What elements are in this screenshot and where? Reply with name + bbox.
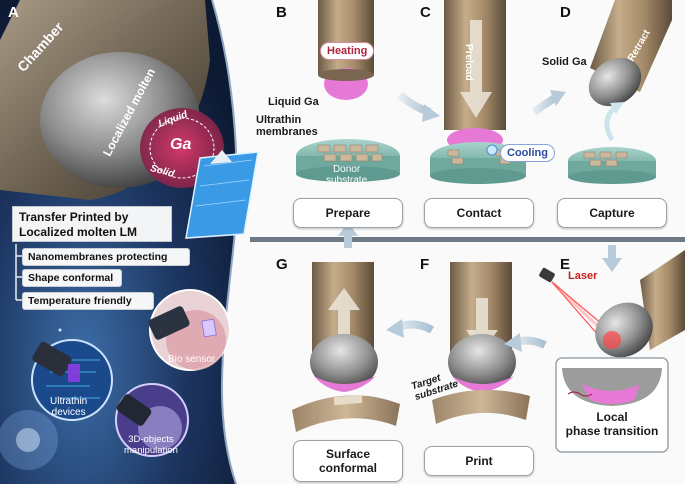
donor-line2: substrate [326,175,368,186]
3d-objects-label: 3D-objects manipulation [124,434,178,456]
local-line2: phase transition [565,424,659,438]
3d-objects-line2: manipulation [124,445,178,456]
local-phase-transition-label: Local phase transition [562,410,662,438]
capture-button: Capture [557,198,667,228]
panel-label-e: E [560,256,571,273]
panel-label-g: G [276,256,288,273]
print-button: Print [424,446,534,476]
transfer-title-line2: Localized molten LM [19,225,138,239]
panel-label-c: C [420,4,431,21]
ultrathin-devices-line2: devices [51,407,86,418]
feature-nanomembranes-protecting: Nanomembranes protecting [22,248,190,266]
liquid-ga-label: Liquid Ga [268,96,319,108]
transfer-printed-title: Transfer Printed by Localized molten LM [12,206,172,242]
surface-line1: Surface [325,447,371,461]
bio-sensor-label: Bio sensor [168,354,216,365]
feature-shape-conformal: Shape conformal [22,269,122,287]
ultrathin-membranes-label: Ultrathin membranes [256,114,318,138]
laser-label: Laser [568,270,598,282]
ultrathin-devices-label: Ultrathin devices [50,396,87,418]
ultrathin-membranes-line2: membranes [256,126,318,138]
panel-label-b: B [276,4,287,21]
3d-objects-line1: 3D-objects [128,434,174,445]
donor-line1: Donor [332,164,361,175]
heating-label: Heating [320,42,375,60]
ga-label: Ga [170,136,192,153]
solid-ga-label: Solid Ga [542,56,587,68]
ultrathin-membranes-line1: Ultrathin [256,114,302,126]
local-line1: Local [596,410,628,424]
panel-label-d: D [560,4,571,21]
prepare-button: Prepare [293,198,403,228]
feature-temperature-friendly: Temperature friendly [22,292,154,310]
cooling-label: Cooling [500,144,555,162]
contact-button: Contact [424,198,534,228]
surface-conformal-button: Surface conformal [293,440,403,482]
donor-substrate-label: Donor substrate [326,164,367,186]
transfer-title-line1: Transfer Printed by [19,210,129,224]
surface-line2: conformal [318,461,377,475]
panel-label-f: F [420,256,430,273]
panel-label-a: A [8,4,19,21]
ultrathin-devices-line1: Ultrathin [50,396,88,407]
preload-label: Preload [463,44,474,81]
